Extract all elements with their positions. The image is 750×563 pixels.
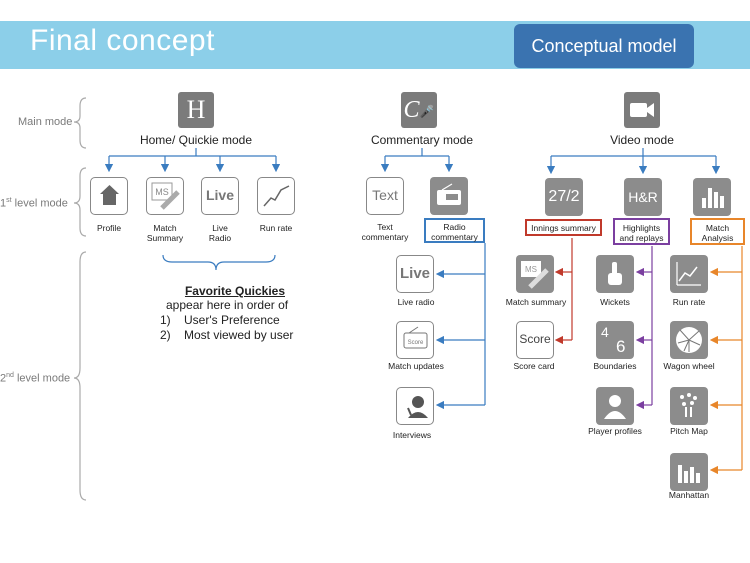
wickets-label: Wickets (600, 297, 630, 307)
six-icon: 6 (616, 337, 626, 356)
conceptual-model-badge: Conceptual model (514, 24, 694, 68)
svg-text:MS: MS (525, 265, 537, 274)
match-updates-label: Match updates (388, 361, 444, 371)
house-icon (99, 185, 119, 205)
run-rate-analysis-tile[interactable] (670, 255, 708, 293)
svg-text:Score: Score (407, 340, 423, 346)
svg-text:MS: MS (155, 187, 169, 197)
video-fork (546, 148, 721, 175)
interviews-tile[interactable] (396, 387, 434, 425)
score-card-label: Score card (513, 361, 555, 371)
page-title: Final concept (30, 24, 215, 57)
favorites-description: appear here in order of (166, 298, 289, 312)
manhattan-bars-icon (678, 465, 700, 483)
radio-icon (437, 183, 461, 205)
favorites-item-2-number: 2) (160, 328, 171, 342)
player-profiles-label: Player profiles (588, 426, 642, 436)
level-label-main: Main mode (18, 116, 73, 128)
boundaries-label: Boundaries (593, 361, 637, 371)
wagon-wheel-icon (676, 327, 702, 353)
run-rate-analysis-label: Run rate (672, 297, 706, 307)
pitch-map-tile[interactable] (670, 387, 708, 425)
pitch-map-label: Pitch Map (670, 426, 708, 436)
favorites-item-2: Most viewed by user (184, 328, 294, 342)
manhattan-tile[interactable] (670, 453, 708, 491)
live-radio-tile[interactable]: Live (201, 177, 239, 215)
boundaries-tile[interactable]: 4 6 (596, 321, 634, 359)
favorites-item-1-number: 1) (160, 313, 171, 327)
match-updates-tile[interactable]: Score (396, 321, 434, 359)
analysis-arrows (709, 246, 743, 475)
interviews-label: Interviews (392, 430, 432, 440)
highlights-tile[interactable]: H&R (624, 178, 662, 216)
run-rate-tile[interactable] (257, 177, 295, 215)
run-rate-label: Run rate (259, 223, 293, 233)
line-graph-icon (676, 262, 701, 286)
interview-person-icon (406, 396, 428, 418)
level-label-first: 1st level mode (0, 197, 68, 210)
favorite-quickies-title: Favorite Quickies (184, 284, 286, 298)
video-match-summary-label: Match summary (505, 297, 567, 307)
innings-arrows (554, 238, 573, 345)
video-mode-title: Video mode (610, 133, 674, 147)
ms-scorecard-icon: MS (151, 182, 180, 210)
match-analysis-tile[interactable] (693, 178, 731, 216)
radio-commentary-tile[interactable] (430, 177, 468, 215)
finger-up-icon (608, 262, 622, 285)
innings-summary-tile[interactable]: 27/2 (545, 178, 583, 216)
profile-tile[interactable] (90, 177, 128, 215)
wickets-tile[interactable] (596, 255, 634, 293)
highlights-arrows (635, 246, 653, 410)
line-graph-icon (262, 185, 289, 207)
manhattan-label: Manhattan (668, 490, 710, 500)
favorites-item-1: User's Preference (184, 313, 280, 327)
wagon-wheel-tile[interactable] (670, 321, 708, 359)
level-label-second: 2nd level mode (0, 372, 71, 385)
ms-scorecard-icon: MS (521, 261, 549, 289)
home-mode-icon[interactable]: H (178, 92, 214, 128)
video-camera-icon (630, 103, 654, 117)
home-mode-title: Home/ Quickie mode (139, 133, 253, 147)
text-commentary-tile[interactable]: Text (366, 177, 404, 215)
match-summary-tile[interactable]: MS (146, 177, 184, 215)
favorites-brace (162, 254, 276, 271)
bar-chart-icon (702, 188, 724, 208)
live-radio-sub-tile[interactable]: Live (396, 255, 434, 293)
live-radio-sub-label: Live radio (397, 297, 435, 307)
profile-label: Profile (96, 223, 122, 233)
commentary-mode-title: Commentary mode (370, 133, 474, 147)
innings-summary-label: Innings summary (525, 219, 602, 236)
pitch-map-icon (680, 393, 697, 417)
home-fork (104, 148, 281, 173)
commentary-fork (380, 148, 486, 410)
score-card-tile[interactable]: Score (516, 321, 554, 359)
commentary-mode-icon[interactable]: C🎤 (401, 92, 437, 128)
video-match-summary-tile[interactable]: MS (516, 255, 554, 293)
level-braces (73, 97, 87, 501)
wagon-wheel-label: Wagon wheel (663, 361, 715, 371)
score-radio-icon: Score (403, 326, 427, 349)
person-icon (604, 395, 626, 419)
video-mode-icon[interactable] (624, 92, 660, 128)
player-profiles-tile[interactable] (596, 387, 634, 425)
microphone-icon: 🎤 (419, 104, 435, 119)
four-icon: 4 (601, 324, 609, 340)
